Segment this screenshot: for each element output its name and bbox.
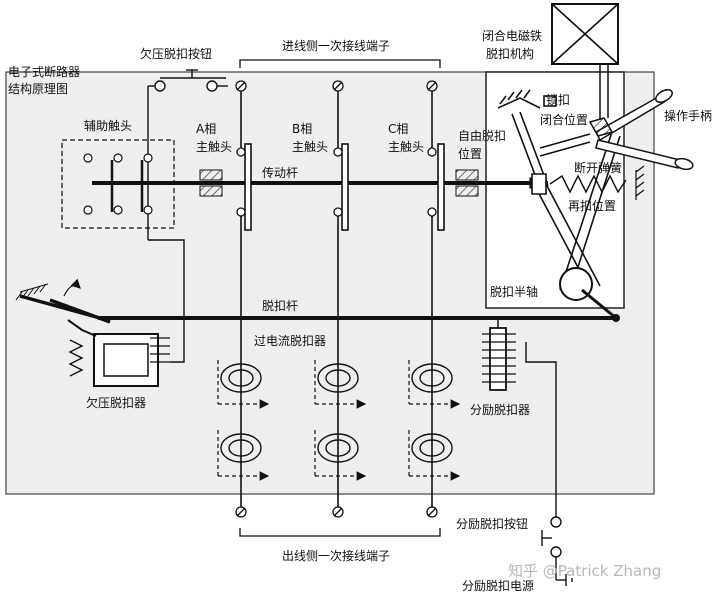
outgoing-terminals [235, 506, 438, 518]
undervoltage-button-label: 欠压脱扣按钮 [140, 46, 212, 61]
bearing-right-low [455, 185, 479, 197]
trip-mechanism [497, 89, 621, 320]
trip-half-shaft-label: 脱扣半轴 [490, 284, 538, 299]
overcurrent-pointer-arrows [218, 399, 461, 481]
drive-rod-label: 传动杆 [262, 165, 298, 180]
free-trip-label-2: 位置 [458, 146, 482, 161]
incoming-wires [240, 90, 433, 148]
bearing-left [199, 169, 223, 181]
trip-lever-left [19, 294, 111, 324]
overcurrent-release-label: 过电流脱扣器 [254, 333, 326, 348]
auxiliary-contact-points [83, 153, 153, 215]
incoming-terminals [235, 80, 438, 92]
lock-catch-label: 锁扣 [546, 92, 570, 107]
operating-handle [588, 89, 694, 171]
main-contact-points [236, 147, 437, 217]
closing-magnet-label-2: 脱扣机构 [486, 46, 534, 61]
opening-spring [549, 174, 627, 194]
shunt-release [482, 320, 557, 518]
bearing-right [455, 169, 479, 181]
title-line2: 结构原理图 [8, 81, 68, 96]
shunt-power-label: 分励脱扣电源 [462, 578, 534, 593]
undervoltage-release [67, 239, 185, 387]
phase-b-label-1: B相 [292, 122, 312, 136]
phase-lines [240, 216, 433, 508]
lever-hatch [15, 283, 49, 301]
outgoing-terminal-label: 出线侧一次接线端子 [282, 548, 390, 563]
incoming-brace [239, 59, 441, 68]
closing-electromagnet [551, 3, 619, 120]
free-trip-label-1: 自由脱扣 [458, 128, 506, 143]
main-contact-blades [244, 143, 445, 231]
overcurrent-release-coils [220, 363, 453, 463]
opening-spring-label: 断开弹簧 [574, 160, 622, 175]
shunt-button-label: 分励脱扣按钮 [456, 516, 528, 531]
auxiliary-blades [110, 160, 144, 212]
incoming-terminal-label: 进线侧一次接线端子 [282, 38, 390, 53]
title-line1: 电子式断路器 [8, 64, 80, 79]
shunt-release-label: 分励脱扣器 [470, 402, 530, 417]
closing-magnet-label-1: 闭合电磁铁 [482, 28, 542, 43]
phase-b-label-2: 主触头 [292, 140, 328, 154]
closed-position-label: 闭合位置 [540, 112, 588, 127]
outgoing-brace [239, 528, 441, 537]
operating-handle-label: 操作手柄 [664, 108, 712, 123]
undervoltage-release-label: 欠压脱扣器 [86, 395, 146, 410]
phase-c-label-1: C相 [388, 122, 408, 136]
phase-a-label-2: 主触头 [196, 140, 232, 154]
auxiliary-contacts-label: 辅助触头 [84, 119, 132, 133]
reset-position-label: 再扣位置 [568, 198, 616, 213]
phase-c-label-2: 主触头 [388, 140, 424, 154]
phase-a-label-1: A相 [196, 122, 216, 136]
bearing-left-low [199, 185, 223, 197]
spring-anchor [635, 165, 645, 200]
shunt-button-icon [541, 516, 573, 586]
trip-rod-label: 脱扣杆 [262, 298, 298, 313]
watermark: 知乎 @Patrick Zhang [508, 562, 661, 580]
lever-rotation-arrow [63, 278, 81, 297]
overcurrent-arrows [217, 360, 410, 476]
